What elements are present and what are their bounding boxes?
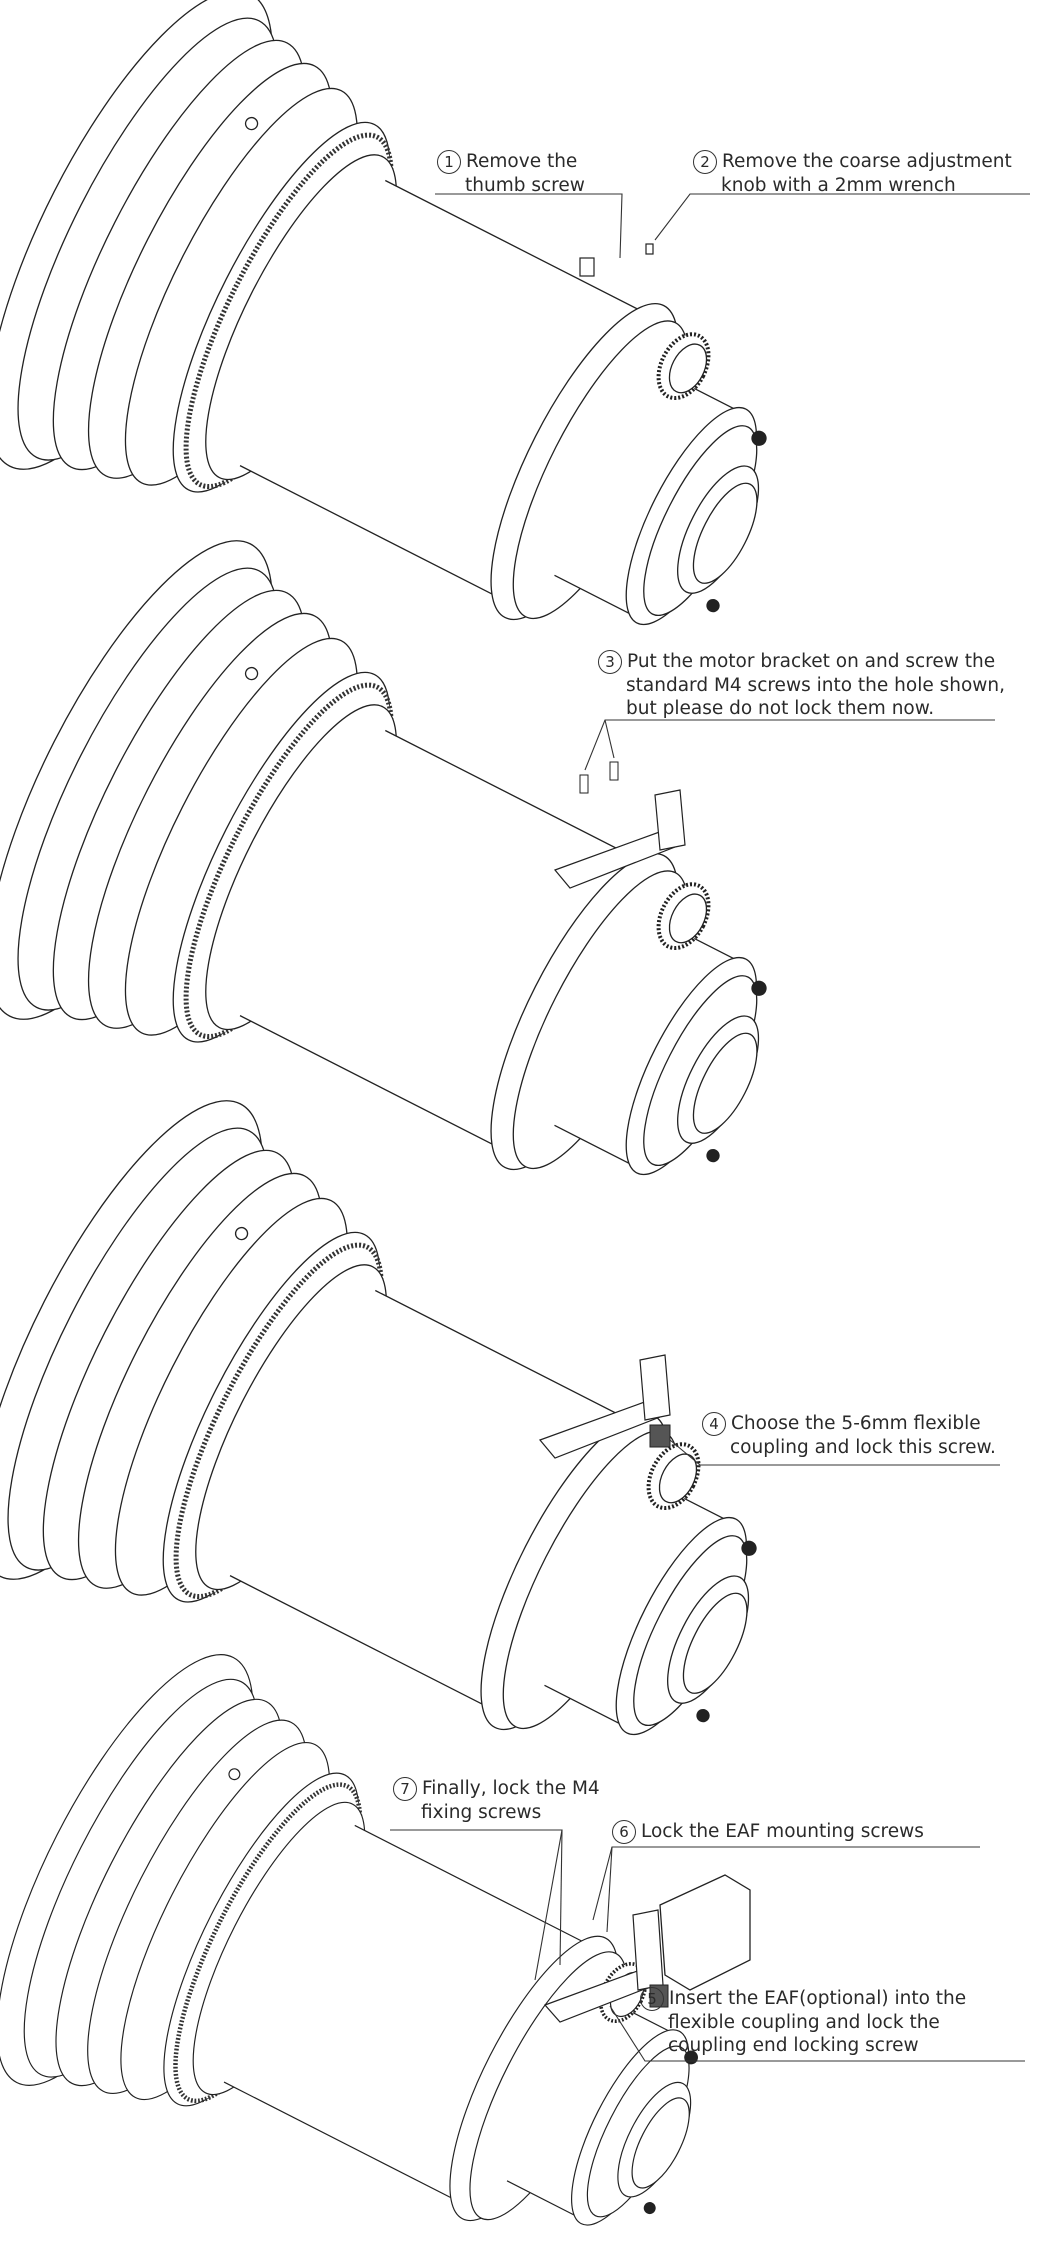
step-text: Put the motor bracket on and screw the [627, 651, 996, 672]
tube-edge [374, 1289, 643, 1428]
telescope-drawing-step-5-7 [0, 1654, 1025, 2226]
locking-screw [751, 980, 767, 996]
tube-edge [354, 1824, 596, 1949]
m4-screw [609, 761, 619, 781]
step-text: thumb screw [465, 175, 585, 196]
leader-line [559, 1829, 563, 1966]
leader-line [584, 719, 995, 771]
leader-line [669, 1439, 1000, 1466]
focuser-body [544, 1480, 730, 1727]
motor-bracket-upright [632, 1909, 664, 1991]
focus-knob-cap [658, 1453, 698, 1504]
telescope-drawing-step-1-2 [0, 0, 1030, 626]
focuser-edge [544, 1684, 625, 1727]
step-number: 5 [640, 1987, 664, 2011]
locking-screw [751, 430, 767, 446]
focuser-edge [554, 574, 635, 617]
step-text: standard M4 screws into the hole shown, [626, 675, 1006, 696]
drawtube-bore [631, 2097, 690, 2189]
focuser-body [554, 920, 740, 1167]
motor-bracket-upright [639, 1354, 671, 1421]
step-text: Remove the coarse adjustment [722, 151, 1012, 172]
step-text: Insert the EAF(optional) into the [669, 1988, 967, 2009]
locking-screw [706, 1148, 720, 1163]
step-number: 1 [437, 150, 461, 174]
focuser-edge [554, 1124, 635, 1167]
step-number: 7 [393, 1777, 417, 1801]
dew-shield-screw [244, 116, 259, 131]
tube-edge [384, 179, 653, 318]
focuser-body [554, 370, 740, 617]
step-text: coupling and lock this screw. [730, 1437, 996, 1458]
leader-line [654, 193, 1030, 241]
telescope-drawing-step-4 [0, 1100, 1000, 1736]
step-number: 4 [702, 1412, 726, 1436]
step-number: 2 [693, 150, 717, 174]
locking-screw [696, 1708, 710, 1723]
drawtube-bore [692, 482, 758, 584]
dew-shield-screw [228, 1768, 241, 1781]
dew-shield-screw [244, 666, 259, 681]
tube-edge [229, 1575, 498, 1713]
tube-edge [384, 729, 653, 868]
m4-screw [579, 774, 589, 794]
step-text: Choose the 5-6mm flexible [731, 1413, 981, 1434]
leader-line [435, 193, 623, 259]
step-text: Lock the EAF mounting screws [641, 1821, 924, 1842]
locking-screw [643, 2202, 656, 2215]
leader-line [609, 2005, 1025, 2062]
dew-shield-screw [234, 1226, 249, 1241]
step-text: fixing screws [421, 1802, 542, 1823]
flexible-coupling [649, 1424, 671, 1448]
tube-edge [223, 2081, 465, 2206]
step-number: 6 [612, 1820, 636, 1844]
step-text: coupling end locking screw [668, 2035, 919, 2056]
tube-edge [239, 465, 508, 603]
thumb-screw [579, 257, 595, 277]
locking-screw [706, 598, 720, 613]
leader-line [592, 1846, 980, 1921]
focuser-edge [506, 2180, 580, 2219]
step-text: flexible coupling and lock the [668, 2012, 940, 2033]
motor-bracket-upright [654, 789, 686, 851]
focuser-body [507, 1996, 674, 2218]
focus-knob-cap [668, 343, 708, 394]
knob-screw [645, 243, 654, 255]
step-text: but please do not lock them now. [626, 698, 935, 719]
eaf-motor [659, 1874, 751, 1991]
leader-line [606, 1846, 613, 1933]
locking-screw [741, 1540, 757, 1556]
step-number: 3 [598, 650, 622, 674]
telescope-drawing-step-3 [0, 540, 995, 1176]
drawtube-bore [682, 1592, 748, 1694]
step-text: knob with a 2mm wrench [721, 175, 956, 196]
tube-edge [239, 1015, 508, 1153]
drawtube-bore [692, 1032, 758, 1134]
step-text: Finally, lock the M4 [422, 1778, 600, 1799]
leader-line [604, 719, 615, 759]
focus-knob-cap [668, 893, 708, 944]
step-text: Remove the [466, 151, 578, 172]
